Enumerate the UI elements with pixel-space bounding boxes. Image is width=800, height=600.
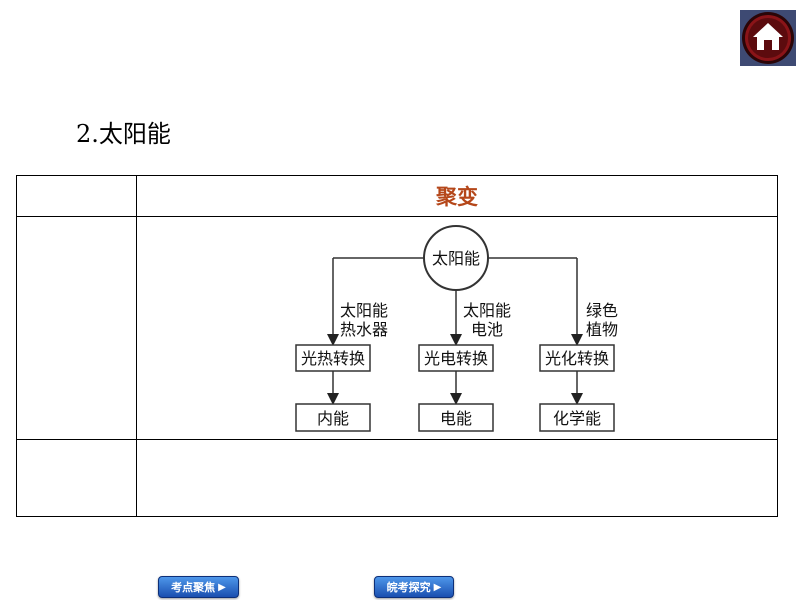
chevron-right-icon: ▶ [433, 581, 442, 593]
wankao-tanjiu-label: 皖考探究 [386, 581, 431, 594]
chevron-right-icon: ▶ [218, 581, 226, 593]
kaodian-jujiao-button[interactable]: 考点聚焦 ▶ [158, 576, 239, 598]
energy-table: 聚变 [16, 175, 778, 517]
home-button[interactable] [740, 10, 796, 66]
table-cell-r1c2: 聚变 [137, 176, 777, 216]
home-icon [740, 10, 796, 66]
section-title: 2.太阳能 [76, 120, 171, 148]
kaodian-jujiao-label: 考点聚焦 [171, 581, 216, 594]
table-cell-r1c1 [17, 176, 136, 216]
table-cell-r2c1 [17, 217, 136, 439]
table-cell-r3c1 [17, 440, 136, 516]
table-cell-r3c2 [137, 440, 777, 516]
table-row-divider-2 [17, 439, 777, 440]
fusion-label: 聚变 [436, 185, 478, 209]
table-row-divider-1 [17, 216, 777, 217]
table-column-divider [136, 176, 137, 516]
wankao-tanjiu-button[interactable]: 皖考探究 ▶ [374, 576, 454, 598]
